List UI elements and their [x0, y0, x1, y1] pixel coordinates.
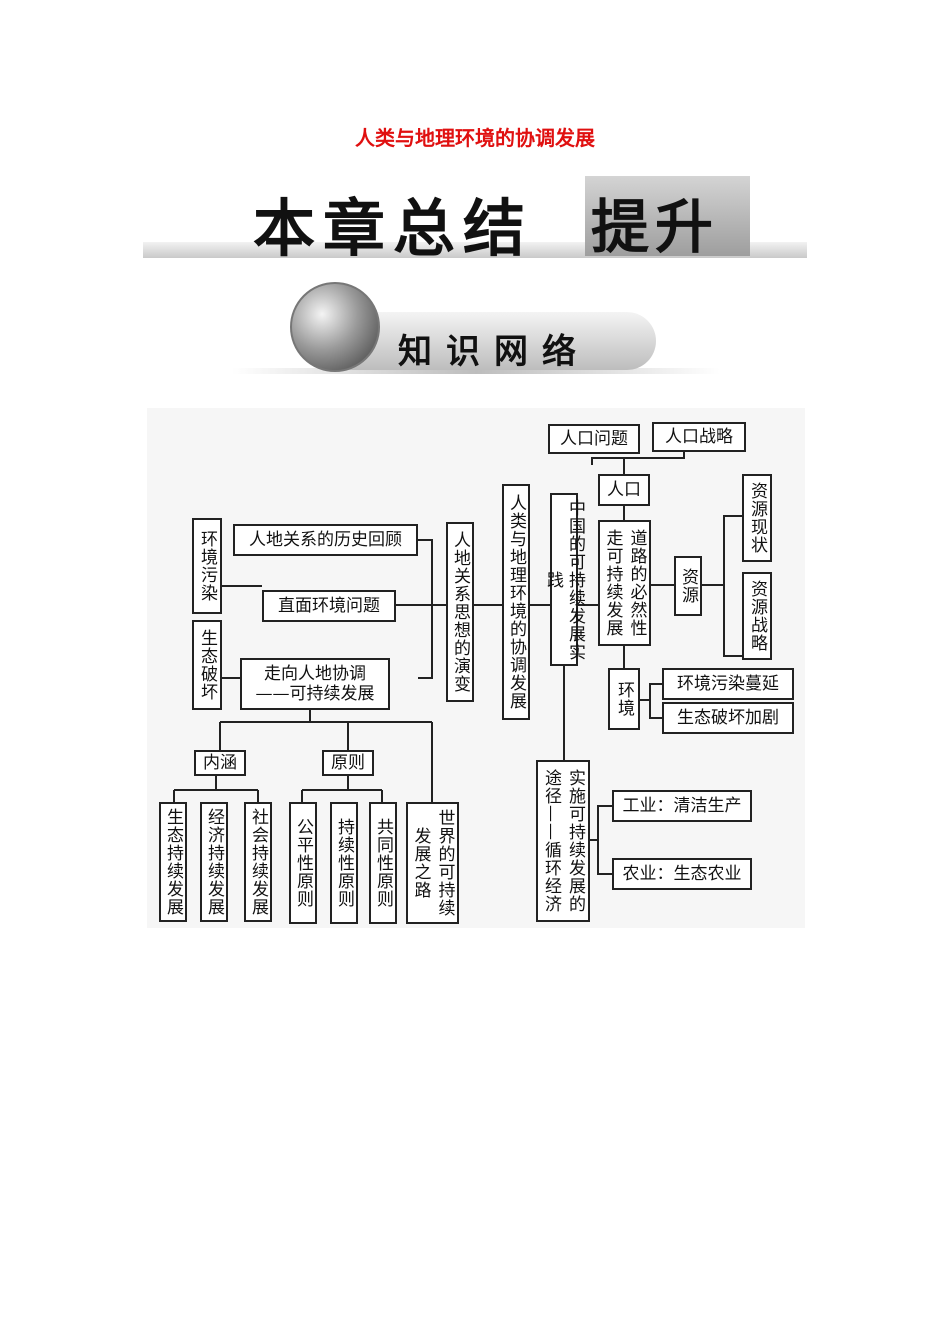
node-res-status: 资源现状 — [742, 474, 772, 562]
connector — [597, 805, 612, 875]
node-toward-harmony: 走向人地协调 ——可持续发展 — [240, 658, 390, 710]
node-root: 人类与地理环境的协调发展 — [502, 484, 530, 720]
node-agriculture: 农业：生态农业 — [612, 858, 752, 890]
node-env-pollution: 环境污染 — [192, 518, 222, 614]
node-pop-problem: 人口问题 — [548, 424, 640, 454]
subbanner-label: 知识网络 — [398, 332, 590, 372]
node-fair-principle: 公平性原则 — [289, 802, 317, 924]
node-face-env: 直面环境问题 — [262, 590, 396, 622]
node-industry: 工业：清洁生产 — [612, 790, 752, 822]
node-eco-damage: 生态破坏 — [192, 620, 222, 710]
connector — [649, 683, 662, 719]
node-eco-worsen: 生态破坏加剧 — [662, 702, 794, 734]
node-common-principle: 共同性原则 — [369, 802, 397, 924]
node-eco-sustain: 生态持续发展 — [159, 802, 187, 922]
node-ways-col1: 途径——循环经济 — [541, 769, 561, 913]
node-principle: 原则 — [322, 750, 374, 776]
document-title: 人类与地理环境的协调发展 — [355, 126, 595, 150]
banner-box-text: 提升 — [591, 193, 720, 261]
node-pop-strategy: 人口战略 — [652, 422, 746, 452]
banner-highlight-box — [585, 176, 750, 256]
node-china-practice: 中国的可持续发展实践 — [543, 493, 585, 666]
subbanner-band — [232, 368, 720, 374]
knowledge-network-banner: 知识网络 — [232, 276, 722, 380]
chapter-banner: 本章总结 提升 — [143, 170, 807, 265]
node-world-path: 发展之路 世界的可持续 — [406, 802, 459, 924]
banner-main-text: 本章总结 — [253, 192, 534, 265]
node-necessity-col2: 道路的必然性 — [626, 529, 647, 637]
connector — [591, 452, 685, 465]
node-continuity-principle: 持续性原则 — [330, 802, 358, 924]
node-population: 人口 — [598, 474, 650, 506]
connector — [418, 539, 433, 679]
node-implement-ways: 途径——循环经济 实施可持续发展的 — [536, 760, 590, 922]
climber-emblem-icon — [290, 282, 380, 372]
node-toward-line1: 走向人地协调 — [264, 664, 366, 684]
node-history-review: 人地关系的历史回顾 — [233, 524, 418, 556]
connector — [723, 515, 742, 657]
node-necessity-col1: 走可持续发展 — [602, 529, 623, 637]
node-thought-evolution: 人地关系思想的演变 — [446, 522, 474, 702]
node-econ-sustain: 经济持续发展 — [200, 802, 228, 922]
node-pollution-spread: 环境污染蔓延 — [662, 668, 794, 700]
node-res-strategy: 资源战略 — [742, 572, 772, 660]
node-environment: 环境 — [608, 668, 640, 730]
node-resources: 资源 — [674, 556, 702, 616]
node-toward-line2: ——可持续发展 — [255, 684, 375, 704]
node-world-col2: 世界的可持续 — [434, 809, 455, 917]
node-ways-col2: 实施可持续发展的 — [565, 769, 585, 913]
node-world-col1: 发展之路 — [410, 827, 431, 899]
node-connotation: 内涵 — [194, 750, 246, 776]
node-necessity: 走可持续发展 道路的必然性 — [598, 520, 651, 646]
node-social-sustain: 社会持续发展 — [244, 802, 272, 922]
